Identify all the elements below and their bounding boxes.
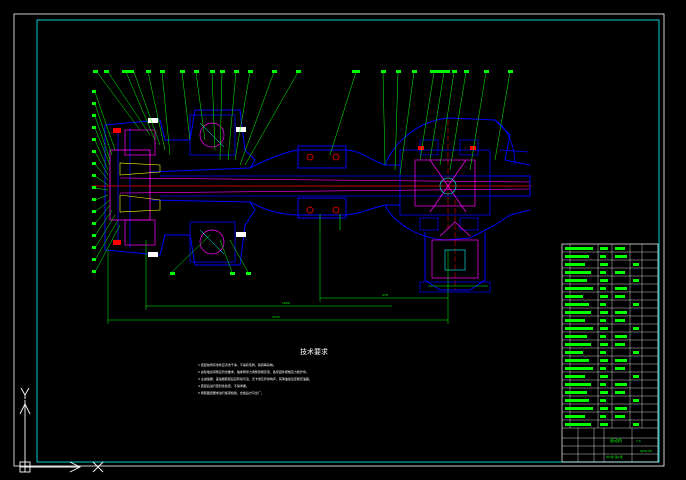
sheet-border <box>13 13 665 467</box>
titleblock-scale: 1:5 <box>636 439 641 443</box>
ucs-icon <box>19 387 104 473</box>
dim-housing: 478 <box>382 293 388 297</box>
axle-assembly-drawing <box>92 109 532 293</box>
tech-req-line-5: 5 按照图纸要求进行各项检验，合格后方可出厂。 <box>198 390 264 395</box>
part-leaders <box>94 71 511 273</box>
part-balloons <box>92 70 513 275</box>
tech-req-line-3: 3 主减速器、差速器装配后应转动灵活，无卡滞及异常响声，润滑油加注至规定油面。 <box>198 376 312 381</box>
tech-req-line-2: 2 齿轮啮合间隙应符合要求，轴承预紧力调整到规定值，各紧固件按规定力矩拧紧。 <box>198 369 309 374</box>
dimension-lines <box>107 230 488 324</box>
technical-requirements: 技术要求 1 装配前所有零件应清洗干净，不得有毛刺、铁屑等杂物。 2 齿轮啮合间… <box>198 347 328 395</box>
titleblock-sheet: 共1张 第1张 <box>606 454 623 459</box>
titleblock-assembly-name: 驱动桥 <box>610 437 622 443</box>
title-block: 驱动桥 1:5 QDQ-00 共1张 第1张 <box>561 243 659 463</box>
tech-req-line-4: 4 装配后进行密封性检查，不得渗漏。 <box>198 383 249 388</box>
dim-overall: 2235 <box>272 315 280 319</box>
tech-req-title: 技术要求 <box>300 347 328 356</box>
tech-req-line-1: 1 装配前所有零件应清洗干净，不得有毛刺、铁屑等杂物。 <box>198 362 276 367</box>
dim-track: 1690 <box>282 301 290 305</box>
drawing-frame <box>36 19 660 463</box>
titleblock-drawing-no: QDQ-00 <box>640 449 652 453</box>
